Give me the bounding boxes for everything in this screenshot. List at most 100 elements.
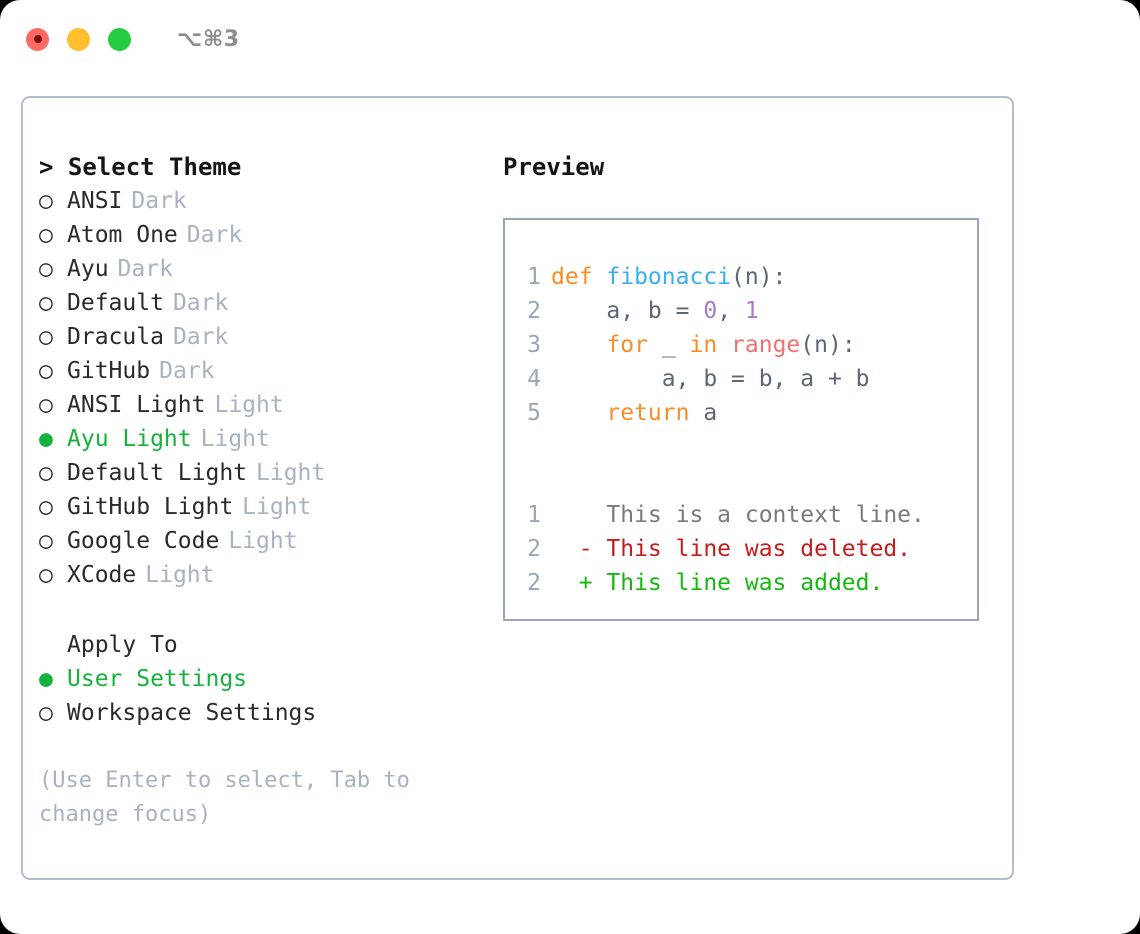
theme-option-tag: Light <box>145 562 215 588</box>
theme-option[interactable]: ○ ANSI Dark <box>39 184 503 218</box>
line-number: 4 <box>527 366 541 392</box>
radio-unselected-icon[interactable]: ○ <box>39 700 53 726</box>
theme-option-tag: Dark <box>186 222 243 248</box>
line-number: 1 <box>527 502 541 528</box>
theme-option-tag: Light <box>200 426 270 452</box>
code-token: return <box>606 400 690 426</box>
radio-unselected-icon[interactable]: ○ <box>39 256 53 282</box>
theme-option-tag: Dark <box>172 290 229 316</box>
maximize-button[interactable] <box>108 27 131 51</box>
code-token <box>717 332 731 358</box>
diff-line: 2 - This line was deleted. <box>505 532 977 566</box>
radio-unselected-icon[interactable]: ○ <box>39 358 53 384</box>
line-number: 2 <box>527 536 541 562</box>
theme-option[interactable]: ○ Default Light Light <box>39 456 503 490</box>
radio-unselected-icon[interactable]: ○ <box>39 392 53 418</box>
preview-heading: Preview <box>503 153 605 181</box>
code-token <box>551 332 606 358</box>
code-token: , <box>717 298 745 324</box>
theme-option-tag: Light <box>242 494 312 520</box>
theme-option-label: ANSI <box>67 188 123 214</box>
theme-option-label: GitHub Light <box>67 494 234 520</box>
apply-to-option[interactable]: ○Workspace Settings <box>39 696 503 730</box>
radio-unselected-icon[interactable]: ○ <box>39 528 53 554</box>
theme-option[interactable]: ○ GitHub Light Light <box>39 490 503 524</box>
code-token: (n): <box>800 332 856 358</box>
theme-option[interactable]: ○ Default Dark <box>39 286 503 320</box>
theme-option-label: Dracula <box>67 324 164 350</box>
code-token: 1 <box>744 298 759 324</box>
code-token <box>551 400 606 426</box>
theme-option-label: Default <box>67 290 164 316</box>
diff-line: 1 This is a context line. <box>505 498 977 532</box>
code-token: (n): <box>731 264 787 290</box>
diff-line: 2 + This line was added. <box>505 566 977 600</box>
code-token: a <box>689 400 718 426</box>
code-token: def <box>551 264 607 290</box>
code-text: return a <box>551 396 717 430</box>
code-token: fibonacci <box>606 264 732 290</box>
radio-unselected-icon[interactable]: ○ <box>39 290 53 316</box>
radio-selected-icon[interactable]: ● <box>39 666 53 692</box>
theme-option-tag: Light <box>228 528 298 554</box>
theme-option-label: GitHub <box>67 358 151 384</box>
close-button[interactable] <box>26 27 49 51</box>
diff-text: This is a context line. <box>551 502 925 528</box>
line-number: 2 <box>527 298 541 324</box>
code-line: 2 a, b = 0, 1 <box>505 294 977 328</box>
apply-to-option-label: User Settings <box>67 666 248 692</box>
close-icon <box>33 35 42 43</box>
minimize-button[interactable] <box>67 27 90 51</box>
apply-to-option[interactable]: ● User Settings <box>39 662 503 696</box>
theme-option-tag: Dark <box>131 188 187 214</box>
theme-option[interactable]: ○ Dracula Dark <box>39 320 503 354</box>
window-controls <box>26 27 131 51</box>
radio-selected-icon[interactable]: ● <box>39 426 53 452</box>
radio-unselected-icon[interactable]: ○ <box>39 222 53 248</box>
code-token: a, b = <box>551 298 704 324</box>
theme-option-label: Default Light <box>67 460 248 486</box>
keyboard-shortcut-label: ⌥⌘3 <box>177 26 240 52</box>
theme-option[interactable]: ○ XCode Light <box>39 558 503 592</box>
line-number: 2 <box>527 570 541 596</box>
theme-option-tag: Dark <box>117 256 173 282</box>
apply-to-label: Apply To <box>67 632 178 658</box>
code-text: for _ in range(n): <box>551 328 856 362</box>
theme-option-label: Ayu <box>67 256 109 282</box>
code-line: 3 for _ in range(n): <box>505 328 977 362</box>
code-text: def fibonacci(n): <box>551 260 786 294</box>
diff-text: + This line was added. <box>551 570 884 596</box>
keyboard-hint: (Use Enter to select, Tab to change focu… <box>39 768 410 827</box>
radio-unselected-icon[interactable]: ○ <box>39 494 53 520</box>
theme-option-tag: Dark <box>172 324 229 350</box>
theme-option[interactable]: ○ Ayu Dark <box>39 252 503 286</box>
apply-to-heading: ○ Apply To <box>39 628 503 662</box>
line-number: 3 <box>527 332 541 358</box>
title-bar: ⌥⌘3 <box>0 0 1140 78</box>
code-token: in <box>689 332 718 358</box>
diff-sample: 1 This is a context line.2 - This line w… <box>505 498 977 600</box>
theme-option-label: XCode <box>67 562 137 588</box>
code-token: 0 <box>703 298 718 324</box>
radio-unselected-icon[interactable]: ○ <box>39 460 53 486</box>
theme-option-tag: Light <box>256 460 326 486</box>
apply-to-marker-placeholder: ○ <box>39 628 67 662</box>
radio-unselected-icon[interactable]: ○ <box>39 324 53 350</box>
code-token: range <box>731 332 801 358</box>
radio-unselected-icon[interactable]: ○ <box>39 188 53 214</box>
radio-unselected-icon[interactable]: ○ <box>39 562 53 588</box>
apply-to-list[interactable]: ● User Settings ○Workspace Settings <box>39 662 503 730</box>
code-token: a, b = b, a + b <box>551 366 870 392</box>
